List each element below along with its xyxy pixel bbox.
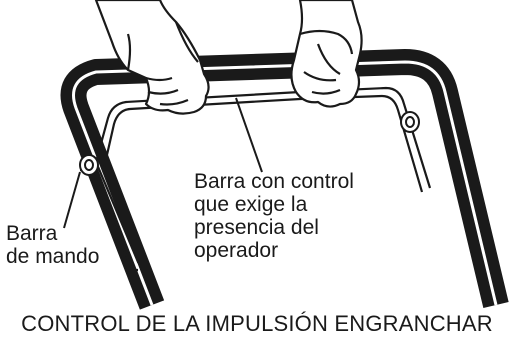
operator-bar-leader: [235, 97, 263, 173]
operator-bar-label-line-3: presencia del: [194, 216, 319, 239]
figure-caption: CONTROL DE LA IMPULSIÓN ENGRANCHAR: [21, 311, 493, 336]
leader-lines: [63, 97, 263, 229]
left-pivot-clip: [79, 154, 99, 176]
control-bar-handle: [60, 49, 509, 310]
operator-bar-label-line-2: que exige la: [194, 193, 308, 216]
left-hand: [94, 0, 210, 115]
right-hand: [290, 0, 363, 108]
control-bar-label: Barra de mando: [6, 222, 99, 268]
operator-presence-bar-label: Barra con control que exige la presencia…: [194, 170, 354, 262]
operator-bar-label-line-4: operador: [194, 239, 279, 262]
control-bar-label-line-1: Barra: [6, 222, 58, 245]
right-pivot-clip: [400, 111, 420, 133]
control-bar-label-line-2: de mando: [6, 245, 100, 268]
operator-bar-label-line-1: Barra con control: [194, 170, 354, 193]
control-bar-leader: [63, 171, 81, 229]
